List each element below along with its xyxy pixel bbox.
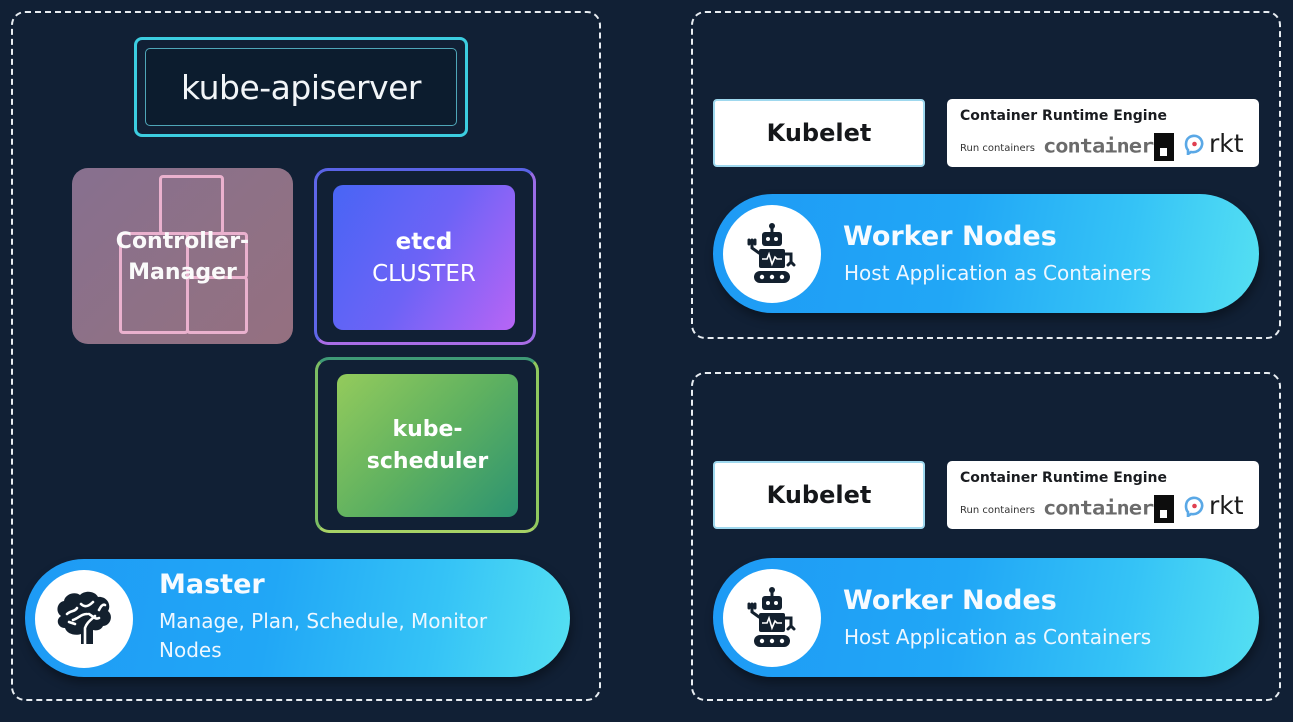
worker-nodes-pill: Worker Nodes Host Application as Contain… [713,558,1259,677]
kube-scheduler-box: kube- scheduler [315,357,539,533]
containerd-wordmark: container [1043,135,1154,158]
rkt-wordmark: rkt [1209,129,1244,158]
containerd-d-icon [1154,132,1175,161]
controller-manager-box: Controller- Manager [72,168,293,344]
controller-manager-line2: Manager [128,260,237,285]
controller-manager-label: Controller- Manager [72,226,293,288]
rkt-wordmark: rkt [1209,491,1244,520]
worker-nodes-subtitle: Host Application as Containers [844,625,1152,649]
containerd-logo: container [1043,494,1175,523]
robot-icon [723,205,821,303]
master-title: Master [159,569,265,600]
containerd-logo: container [1043,132,1175,161]
worker-nodes-title: Worker Nodes [843,221,1057,252]
worker-node-panel [691,372,1281,701]
kube-scheduler-line1: kube- [392,416,463,442]
master-node-panel [11,11,601,701]
worker-node-panel [691,11,1281,339]
rkt-rocket-icon [1184,134,1204,155]
kubelet-box: Kubelet [713,461,925,529]
kube-apiserver-box: kube-apiserver [134,37,468,137]
controller-manager-line1: Controller- [115,229,250,254]
container-runtime-box: Container Runtime Engine Run containers … [947,99,1259,167]
etcd-cluster-box: etcd CLUSTER [314,168,536,345]
container-runtime-box: Container Runtime Engine Run containers … [947,461,1259,529]
rkt-logo: rkt [1183,491,1244,520]
etcd-cluster-label: CLUSTER [372,260,476,287]
worker-nodes-subtitle: Host Application as Containers [844,261,1152,285]
rkt-logo: rkt [1183,129,1244,158]
master-subtitle: Manage, Plan, Schedule, Monitor Nodes [159,609,488,662]
containerd-wordmark: container [1043,497,1154,520]
master-pill: Master Manage, Plan, Schedule, Monitor N… [25,559,570,677]
kube-apiserver-label: kube-apiserver [145,48,457,126]
worker-nodes-title: Worker Nodes [843,585,1057,616]
kube-scheduler-inner: kube- scheduler [337,374,518,517]
brain-icon [35,570,133,668]
run-containers-label: Run containers [960,505,1035,516]
etcd-label: etcd [395,228,453,255]
robot-icon [723,569,821,667]
kube-scheduler-line2: scheduler [366,448,489,474]
etcd-cluster-inner: etcd CLUSTER [333,185,515,330]
runtime-title: Container Runtime Engine [960,108,1168,124]
worker-nodes-pill: Worker Nodes Host Application as Contain… [713,194,1259,313]
containerd-d-icon [1154,494,1175,523]
kubelet-box: Kubelet [713,99,925,167]
rkt-rocket-icon [1184,496,1204,517]
run-containers-label: Run containers [960,143,1035,154]
runtime-title: Container Runtime Engine [960,470,1168,486]
